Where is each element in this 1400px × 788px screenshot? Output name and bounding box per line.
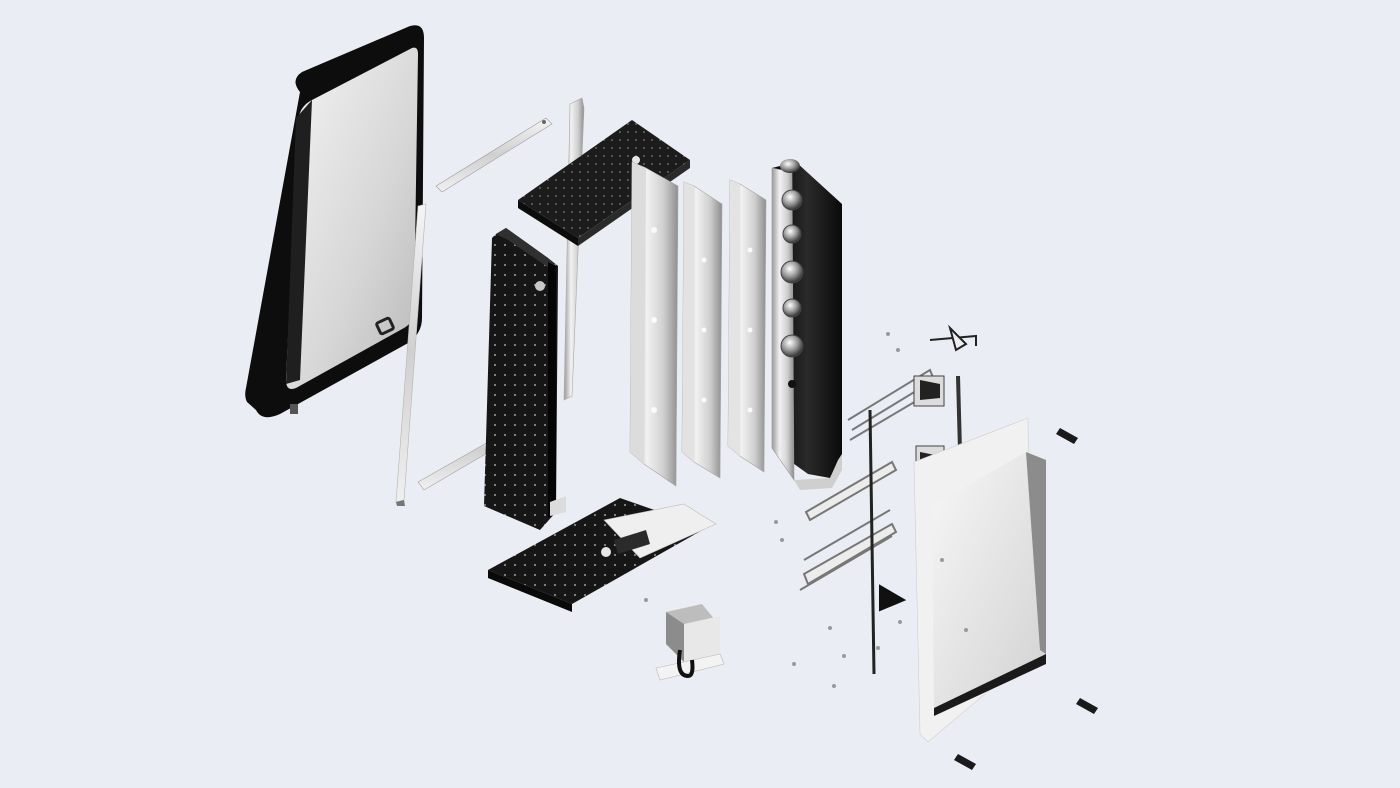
screw-icon bbox=[1076, 698, 1098, 714]
knob-icon bbox=[780, 334, 804, 358]
left-side-rail bbox=[395, 203, 427, 506]
screw-icon bbox=[954, 754, 976, 770]
brand-mark: hello bbox=[778, 440, 788, 461]
perforated-back-plate bbox=[484, 228, 558, 530]
bottom-perforated-tray bbox=[488, 496, 717, 612]
main-control-unit: hello bbox=[771, 159, 842, 490]
channel-panel-1 bbox=[629, 161, 679, 487]
internal-pipe-brackets bbox=[799, 324, 977, 675]
bottom-bracket bbox=[655, 604, 725, 681]
channel-panel-3 bbox=[727, 179, 767, 473]
back-cover-panel bbox=[913, 417, 1046, 743]
channel-panel-2 bbox=[681, 181, 723, 479]
knob-icon bbox=[782, 224, 802, 244]
knob-icon bbox=[781, 189, 803, 211]
top-knob-icon bbox=[780, 159, 800, 173]
screw-icon bbox=[1056, 428, 1078, 444]
knob-icon bbox=[780, 260, 804, 284]
indicator-icon bbox=[788, 380, 796, 388]
screws bbox=[644, 332, 1098, 770]
front-display-panel bbox=[245, 25, 424, 418]
vertical-strip bbox=[563, 97, 585, 401]
top-diagonal-bar bbox=[435, 117, 553, 193]
knob-icon bbox=[782, 298, 802, 318]
